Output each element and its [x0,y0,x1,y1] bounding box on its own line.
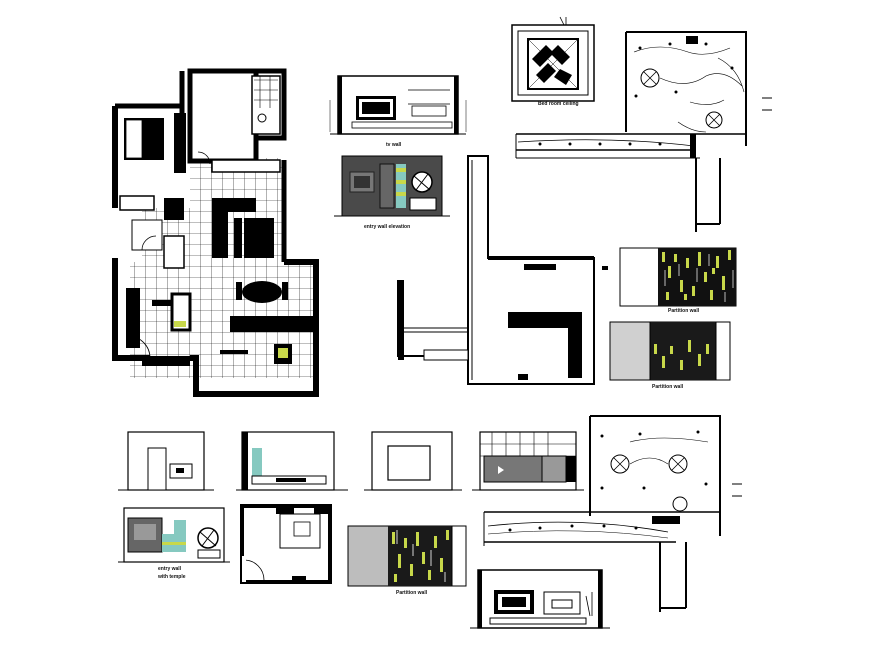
ceiling-plan-bottom-drawing [483,415,742,612]
tv-wall-drawing [329,75,467,135]
bedroom-ceiling-drawing [511,16,595,102]
elevation-a [118,428,214,498]
entry-wall-drawing [334,155,450,217]
small-room-plan-drawing [240,504,332,584]
ceiling-plan-top [510,28,800,234]
floor-plan [112,68,322,398]
caption-partition-wall-2: Partition wall [652,384,684,390]
elevation-b [236,428,348,498]
elevation-a-drawing [118,431,214,491]
elevation-c [364,428,462,498]
elevation-d [472,428,584,498]
elevation-d-drawing [472,431,584,491]
caption-tv-wall: tv wall [386,142,402,148]
floor-plan-drawing [112,68,319,397]
bedroom-ceiling: Bed room ceiling [508,15,598,110]
ceiling-plan-bottom [480,412,764,618]
center-plan [388,152,608,392]
caption-entry-wall-elevation: entry wall elevation [364,224,411,230]
tv-wall-elevation: tv wall [328,70,468,150]
caption-with-temple: with temple [158,574,186,580]
partition-wall-middle-drawing [609,321,731,381]
caption-bedroom-ceiling: Bed room ceiling [538,101,579,107]
partition-wall-middle: Partition wall [608,320,732,392]
entry-wall-temple: entry wall with temple [118,504,230,586]
tv-wall-bottom [470,566,610,634]
entry-wall-elevation: entry wall elevation [330,150,455,240]
center-plan-drawing [397,155,608,385]
partition-wall-top: Partition wall [616,246,740,316]
caption-partition-wall-1: Partition wall [668,308,700,314]
tv-wall-bottom-drawing [470,569,610,629]
caption-entry-wall: entry wall [158,566,182,572]
partition-wall-bottom-drawing [347,525,467,587]
entry-wall-temple-drawing [118,507,230,563]
elevation-c-drawing [364,431,462,491]
elevation-b-drawing [236,431,348,491]
partition-wall-top-drawing [619,247,737,307]
partition-wall-bottom: Partition wall [346,524,470,602]
small-room-plan [236,500,336,588]
ceiling-plan-top-drawing [515,31,772,232]
caption-partition-wall-3: Partition wall [396,590,428,596]
